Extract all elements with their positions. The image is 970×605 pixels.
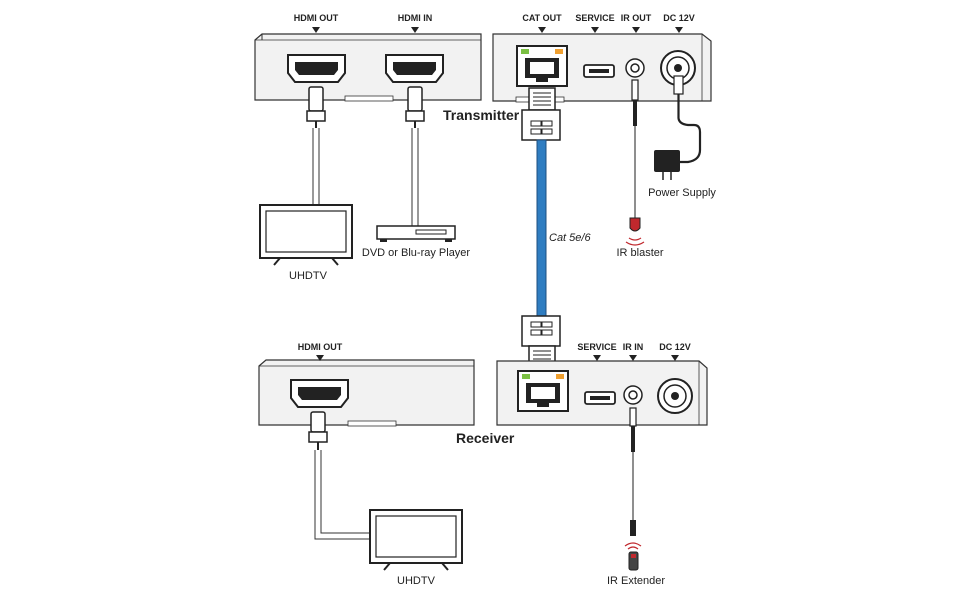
uhdtv-bottom-icon (369, 509, 463, 571)
dc-power-port-icon (657, 378, 693, 414)
tx-hdmi-in-arrow (411, 27, 419, 33)
ir-jack-icon (625, 58, 645, 78)
ir-blaster-cable (625, 79, 645, 246)
transmitter-title: Transmitter (443, 107, 520, 123)
power-supply-cable (654, 75, 702, 180)
ir-extender-label: IR Extender (607, 575, 665, 587)
transmitter-hdmi-box (254, 33, 482, 102)
hdmi-cable-to-tv-bottom (308, 411, 370, 540)
tx-cat-out-label: CAT OUT (522, 13, 562, 23)
player-label: DVD or Blu-ray Player (362, 247, 471, 259)
ir-jack-icon (623, 385, 643, 405)
hdmi-port-icon (385, 54, 444, 83)
dc-power-port-icon (660, 50, 696, 86)
mini-usb-port-icon (583, 64, 615, 78)
tv-top-label: UHDTV (289, 270, 328, 282)
receiver-title: Receiver (456, 430, 515, 446)
rj45-port-icon (517, 370, 569, 412)
tx-ir-out-arrow (632, 27, 640, 33)
ir-extender-cable (624, 407, 642, 571)
hdmi-port-icon (287, 54, 346, 83)
rj45-port-icon (516, 45, 568, 87)
rx-ir-in-arrow (629, 355, 637, 361)
uhdtv-top-icon (259, 204, 353, 266)
rx-ir-in-label: IR IN (623, 342, 644, 352)
tx-hdmi-in-label: HDMI IN (398, 13, 433, 23)
rx-dc-label: DC 12V (659, 342, 691, 352)
rx-hdmi-out-arrow (316, 355, 324, 361)
rx-service-label: SERVICE (577, 342, 616, 352)
tx-service-arrow (591, 27, 599, 33)
rx-dc-arrow (671, 355, 679, 361)
receiver-hdmi-box (258, 359, 475, 427)
tx-ir-out-label: IR OUT (621, 13, 652, 23)
rj45-plug-top (521, 87, 561, 141)
tx-dc-arrow (675, 27, 683, 33)
cat-cable-label: Cat 5e/6 (549, 232, 591, 244)
tx-dc-label: DC 12V (663, 13, 695, 23)
hdmi-port-icon (290, 379, 349, 408)
rx-service-arrow (593, 355, 601, 361)
bluray-player-icon (376, 225, 456, 242)
ir-blaster-label: IR blaster (616, 247, 663, 259)
tx-hdmi-out-arrow (312, 27, 320, 33)
mini-usb-port-icon (584, 391, 616, 405)
tx-hdmi-out-label: HDMI OUT (294, 13, 339, 23)
hdmi-cable-to-player (405, 86, 425, 226)
hdmi-cable-to-tv (306, 86, 326, 205)
tx-service-label: SERVICE (575, 13, 614, 23)
power-supply-label: Power Supply (648, 187, 716, 199)
rj45-plug-bottom (521, 315, 561, 369)
tx-cat-out-arrow (538, 27, 546, 33)
rx-hdmi-out-label: HDMI OUT (298, 342, 343, 352)
cat-cable (536, 139, 547, 317)
tv-bottom-label: UHDTV (397, 575, 436, 587)
